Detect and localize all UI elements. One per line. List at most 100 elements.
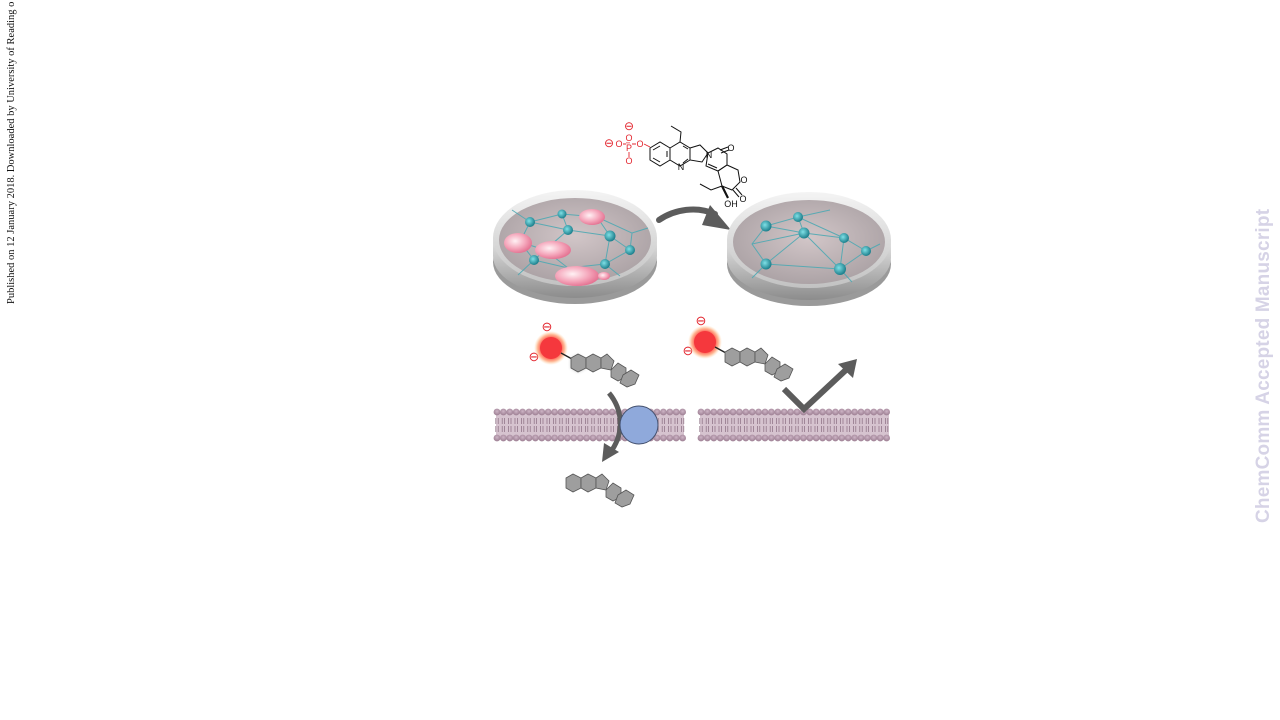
lipid-head xyxy=(793,408,801,416)
lipid-head xyxy=(666,434,674,442)
lipid-head xyxy=(787,434,794,442)
neuron-cell-bodies xyxy=(525,209,635,269)
lipid-head xyxy=(844,434,852,442)
lactone-oxygen-label: O xyxy=(739,194,746,204)
lipid-head xyxy=(564,434,571,442)
minus-charge: ⊖ xyxy=(542,319,553,334)
lipid-head xyxy=(697,408,705,416)
lipid-head xyxy=(748,408,756,416)
lipid-head xyxy=(723,408,730,416)
lipid-head xyxy=(576,434,584,442)
lipid-head xyxy=(570,408,578,416)
lipid-head xyxy=(755,408,762,416)
lipid-head xyxy=(525,408,533,416)
lipid-head xyxy=(653,434,661,442)
irinotecan-phosphate-structure: ⊖ ⊖ O O P O O xyxy=(604,119,748,209)
lipid-head xyxy=(557,408,565,416)
lipid-head xyxy=(666,408,674,416)
lipid-head xyxy=(538,434,546,442)
lipid-head xyxy=(583,434,590,442)
minus-charge: ⊖ xyxy=(683,343,694,358)
lipid-head xyxy=(723,434,730,442)
lipid-head xyxy=(838,408,846,416)
lipid-head xyxy=(780,408,788,416)
lipid-head xyxy=(512,408,520,416)
lipid-head xyxy=(832,434,839,442)
minus-charge: ⊖ xyxy=(604,136,614,150)
lipid-head xyxy=(557,434,565,442)
lipid-head xyxy=(838,434,846,442)
lipid-head xyxy=(679,434,686,442)
lipid-head xyxy=(806,408,814,416)
lipid-head xyxy=(653,408,661,416)
lipid-head xyxy=(787,408,794,416)
lipid-head xyxy=(544,434,552,442)
lipid-head xyxy=(716,434,724,442)
transporter-protein xyxy=(619,405,659,445)
carbonyl-oxygen-label: O xyxy=(727,143,734,153)
hydroxyl-label: OH xyxy=(724,199,738,209)
lipid-head xyxy=(544,408,552,416)
lipid-head xyxy=(800,434,807,442)
charged-prodrug-left: ⊖ ⊖ xyxy=(529,319,640,388)
lipid-head xyxy=(519,408,526,416)
lipid-head xyxy=(748,434,756,442)
lipid-head xyxy=(774,408,782,416)
lipid-head xyxy=(493,434,501,442)
blocked-check-arrow xyxy=(781,359,857,414)
lipid-head xyxy=(589,434,597,442)
lipid-head xyxy=(864,408,871,416)
lipid-head xyxy=(870,408,878,416)
lipid-head xyxy=(812,434,820,442)
lipid-head xyxy=(710,408,718,416)
lipid-head xyxy=(596,434,603,442)
lipid-head xyxy=(500,434,507,442)
lipid-head xyxy=(551,434,558,442)
lipid-head xyxy=(768,434,775,442)
lipid-head xyxy=(551,408,558,416)
lipid-head xyxy=(538,408,546,416)
lipid-head xyxy=(716,408,724,416)
lipid-head xyxy=(608,408,616,416)
lipid-head xyxy=(525,434,533,442)
neuron-cell-bodies xyxy=(760,212,871,275)
lipid-head xyxy=(780,434,788,442)
lipid-head xyxy=(660,408,667,416)
lipid-head xyxy=(844,408,852,416)
lipid-head xyxy=(876,408,884,416)
lipid-head xyxy=(876,434,884,442)
lipid-head xyxy=(506,408,514,416)
nitrogen-label: N xyxy=(678,162,685,172)
lipid-head xyxy=(519,434,526,442)
minus-charge: ⊖ xyxy=(624,119,634,133)
lipid-head xyxy=(755,434,762,442)
treatment-arrow xyxy=(656,205,731,230)
lipid-head xyxy=(564,408,571,416)
lipid-head xyxy=(710,434,718,442)
lipid-head xyxy=(774,434,782,442)
lipid-head xyxy=(883,434,890,442)
nitrogen-label: N xyxy=(706,150,713,160)
lipid-head xyxy=(596,408,603,416)
lipid-head xyxy=(729,408,737,416)
charged-prodrug-right: ⊖ ⊖ xyxy=(683,313,794,382)
lipid-head xyxy=(768,408,775,416)
lipid-head xyxy=(500,408,507,416)
tumor-cells xyxy=(504,209,610,286)
camptothecin-skeleton xyxy=(649,125,743,199)
lipid-head xyxy=(742,408,750,416)
lipid-head xyxy=(883,408,890,416)
drug-rings xyxy=(724,347,794,382)
lipid-head xyxy=(583,408,590,416)
lipid-head xyxy=(602,408,610,416)
minus-charge: ⊖ xyxy=(529,349,540,364)
phosphate-oxygen-label: O xyxy=(636,139,643,149)
lipid-head xyxy=(806,434,814,442)
cell-membrane-blocked xyxy=(697,408,890,442)
lipid-head xyxy=(532,408,539,416)
lipid-head xyxy=(819,434,826,442)
lipid-head xyxy=(851,434,858,442)
lipid-bilayer xyxy=(697,408,890,442)
lipid-head xyxy=(589,408,597,416)
